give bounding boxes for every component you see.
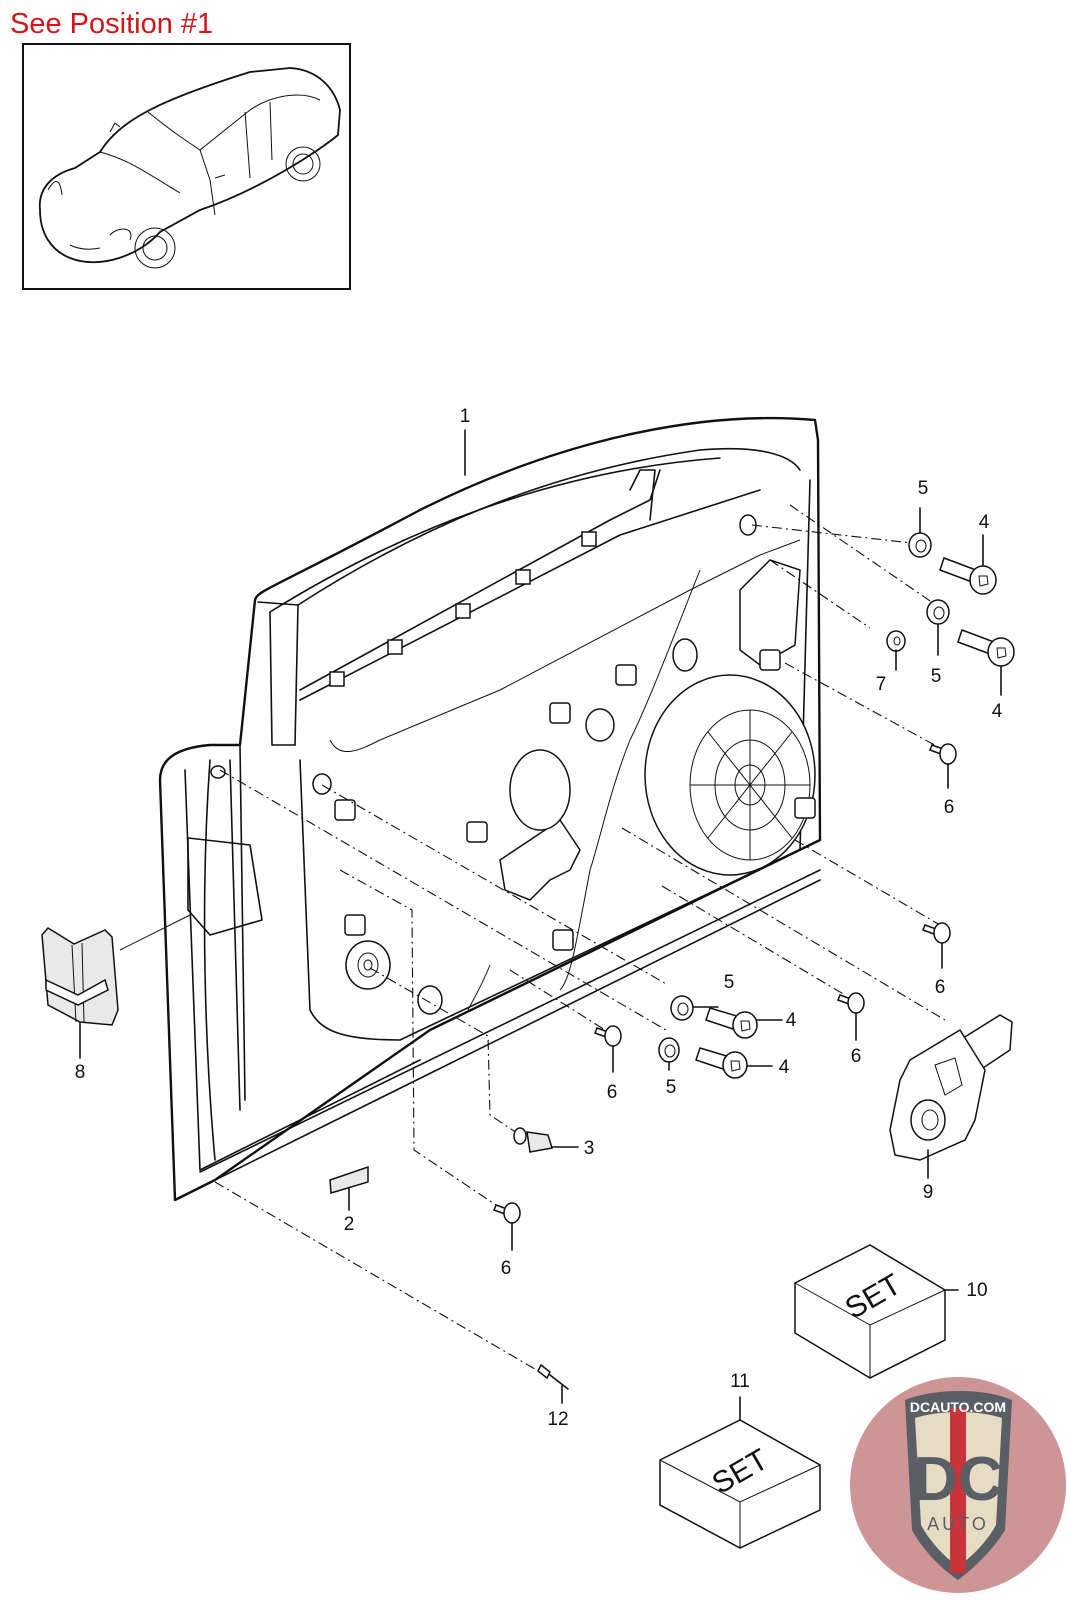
vehicle-thumbnail[interactable] xyxy=(22,43,351,290)
callout-6[interactable]: 6 xyxy=(851,1046,862,1067)
callout-leaders xyxy=(79,429,1002,1421)
regulator-motor-icon[interactable] xyxy=(889,1014,1013,1161)
callout-3[interactable]: 3 xyxy=(584,1138,595,1159)
callout-5[interactable]: 5 xyxy=(931,666,942,687)
callout-11[interactable]: 11 xyxy=(730,1371,750,1392)
small-washer-icon[interactable] xyxy=(886,630,906,652)
callout-12[interactable]: 12 xyxy=(547,1409,568,1430)
screw-icon[interactable] xyxy=(929,743,957,765)
reference-title: See Position #1 xyxy=(10,8,214,40)
screw-icon[interactable] xyxy=(594,1025,622,1047)
cover-cap-icon[interactable] xyxy=(41,914,191,1026)
callout-6[interactable]: 6 xyxy=(935,977,946,998)
callout-4[interactable]: 4 xyxy=(779,1057,790,1078)
watermark-url: DCAUTO.COM xyxy=(910,1399,1006,1415)
speaker xyxy=(644,674,816,876)
callout-2[interactable]: 2 xyxy=(344,1214,355,1235)
callout-labels: 1 2 3 4 4 4 4 5 5 5 5 6 6 6 6 6 7 8 9 10… xyxy=(75,406,1003,1430)
car-outline-icon xyxy=(38,67,341,269)
clip-connector-icon[interactable] xyxy=(513,1127,553,1153)
callout-6[interactable]: 6 xyxy=(607,1082,618,1103)
screw-icon[interactable] xyxy=(922,922,951,944)
washer-icon[interactable] xyxy=(658,1037,680,1063)
callout-5[interactable]: 5 xyxy=(666,1077,677,1098)
screw-icon[interactable] xyxy=(837,992,865,1014)
set-box-10[interactable]: SET xyxy=(794,1244,946,1379)
pad-icon[interactable] xyxy=(329,1165,369,1194)
washer-icon[interactable] xyxy=(926,599,950,625)
set-box-11[interactable]: SET xyxy=(659,1419,821,1549)
dcauto-watermark-logo: DCAUTO.COM DC AUTO xyxy=(850,1377,1066,1593)
callout-7[interactable]: 7 xyxy=(876,674,887,695)
callout-5[interactable]: 5 xyxy=(724,972,735,993)
hex-bolt-icon[interactable] xyxy=(939,557,997,595)
assembly-lines xyxy=(214,504,946,1373)
watermark-initials: DC xyxy=(913,1445,1003,1514)
hex-bolt-icon[interactable] xyxy=(695,1047,748,1079)
grommet xyxy=(345,940,391,990)
callout-8[interactable]: 8 xyxy=(75,1062,86,1083)
washer-icon[interactable] xyxy=(670,995,694,1021)
callout-6[interactable]: 6 xyxy=(501,1258,512,1279)
screw-icon[interactable] xyxy=(493,1202,521,1224)
callout-6[interactable]: 6 xyxy=(944,797,955,818)
callout-4[interactable]: 4 xyxy=(992,701,1003,722)
callout-10[interactable]: 10 xyxy=(966,1280,987,1301)
callout-9[interactable]: 9 xyxy=(923,1182,934,1203)
hex-bolt-icon[interactable] xyxy=(705,1007,758,1039)
callout-1[interactable]: 1 xyxy=(460,406,471,427)
rivet-icon[interactable] xyxy=(537,1363,569,1390)
hex-bolt-icon[interactable] xyxy=(957,629,1015,667)
callout-4[interactable]: 4 xyxy=(979,512,990,533)
door-shell[interactable] xyxy=(158,416,822,1202)
callout-5[interactable]: 5 xyxy=(918,478,929,499)
washer-icon[interactable] xyxy=(908,532,932,558)
callout-4[interactable]: 4 xyxy=(786,1010,797,1031)
watermark-sub: AUTO xyxy=(927,1514,989,1534)
